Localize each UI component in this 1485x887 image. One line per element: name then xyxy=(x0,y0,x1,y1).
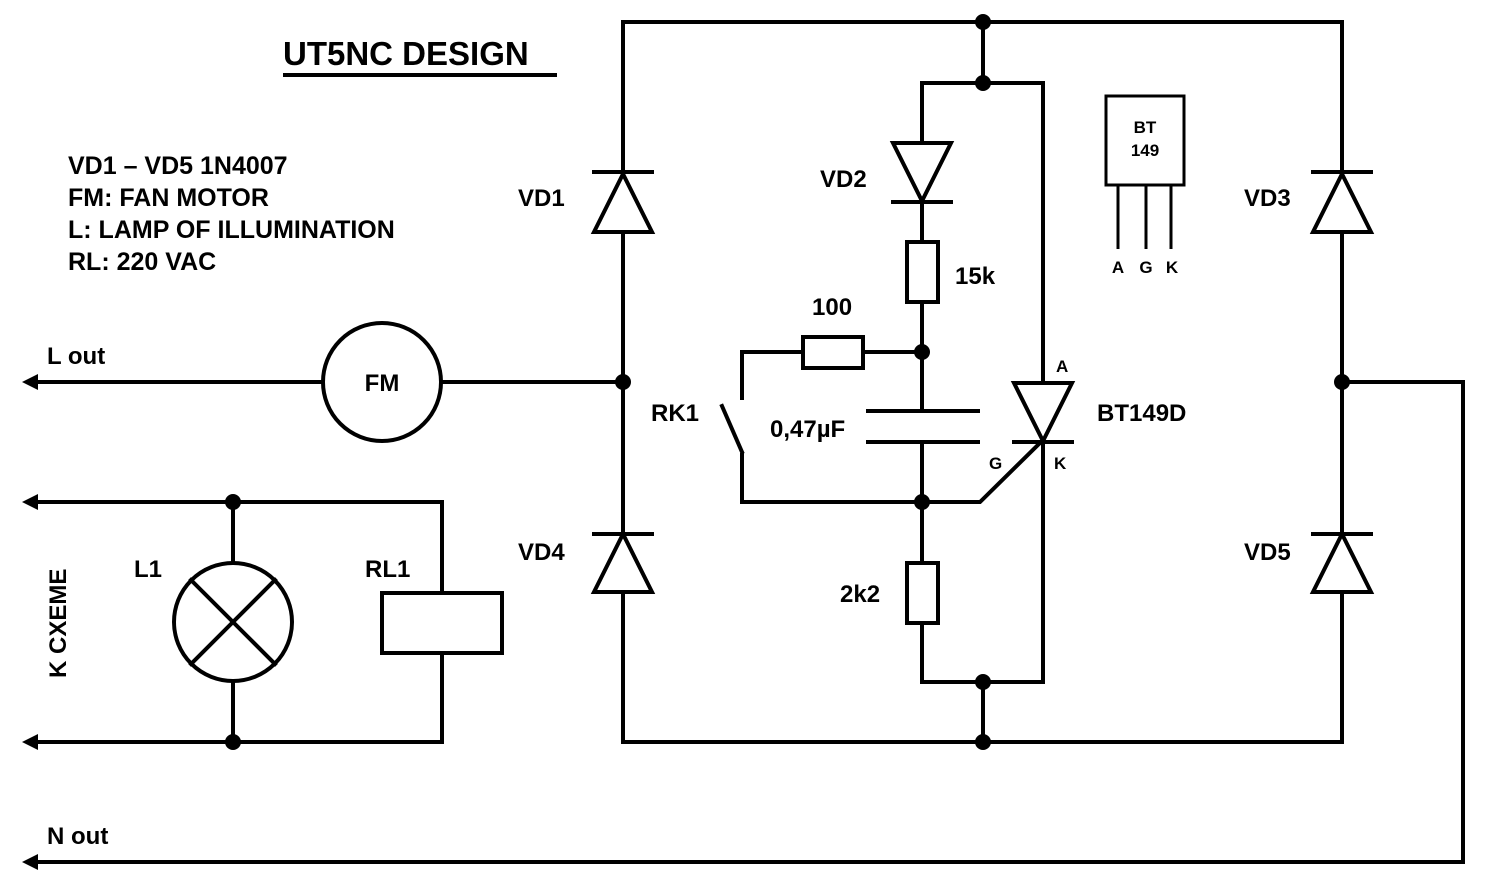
pin-g-label: G xyxy=(1139,258,1152,277)
resistor-100[interactable] xyxy=(801,335,865,370)
capacitor-label: 0,47µF xyxy=(770,416,845,443)
note-fan-motor: FM: FAN MOTOR xyxy=(68,184,269,212)
note-diodes: VD1 – VD5 1N4007 xyxy=(68,152,288,180)
to-circuit-top-arrow xyxy=(22,494,38,510)
bt149-pinout: BT 149 A G K xyxy=(1104,94,1186,277)
resistor-100-label: 100 xyxy=(812,294,852,321)
to-circuit-label: K CXEME xyxy=(45,569,72,678)
lamp-label: L1 xyxy=(134,556,162,583)
pin-k-label: K xyxy=(1166,258,1179,277)
switch-rk1[interactable] xyxy=(719,403,745,455)
diode-vd2[interactable] xyxy=(889,141,955,206)
vd2-label: VD2 xyxy=(820,166,867,193)
note-lamp: L: LAMP OF ILLUMINATION xyxy=(68,216,395,244)
package-text-2: 149 xyxy=(1131,141,1159,160)
component-notes: VD1 – VD5 1N4007 FM: FAN MOTOR L: LAMP O… xyxy=(68,152,395,276)
lamp-l1[interactable] xyxy=(172,561,294,683)
pin-a-label: A xyxy=(1112,258,1124,277)
l-out-label: L out xyxy=(47,343,105,370)
vd4-label: VD4 xyxy=(518,539,565,566)
design-title: UT5NC DESIGN xyxy=(283,35,529,72)
bridge-wiring xyxy=(34,20,1465,864)
junction-dots xyxy=(225,14,1350,750)
vd1-label: VD1 xyxy=(518,185,565,212)
relay-label: RL1 xyxy=(365,556,410,583)
package-text-1: BT xyxy=(1134,118,1157,137)
to-circuit-bottom-arrow xyxy=(22,734,38,750)
vd3-label: VD3 xyxy=(1244,185,1291,212)
relay-rl1[interactable] xyxy=(380,591,504,655)
diode-vd1[interactable] xyxy=(590,169,656,234)
thyristor-cathode-label: K xyxy=(1054,454,1067,473)
thyristor-anode-label: A xyxy=(1056,357,1068,376)
fan-motor[interactable] xyxy=(321,321,443,443)
thyristor-bt149d[interactable] xyxy=(1010,381,1076,446)
fan-motor-label: FM xyxy=(365,370,400,397)
vd5-label: VD5 xyxy=(1244,539,1291,566)
l-out-arrow xyxy=(22,374,38,390)
resistor-15k[interactable] xyxy=(905,240,940,304)
diode-vd5[interactable] xyxy=(1309,529,1375,594)
resistor-2k2-label: 2k2 xyxy=(840,581,880,608)
diode-vd3[interactable] xyxy=(1309,169,1375,234)
load-wiring xyxy=(34,500,444,744)
resistor-2k2[interactable] xyxy=(905,561,940,625)
n-out-arrow xyxy=(22,854,38,870)
thyristor-label: BT149D xyxy=(1097,400,1186,427)
resistor-15k-label: 15k xyxy=(955,263,996,290)
diode-vd4[interactable] xyxy=(590,529,656,594)
capacitor[interactable] xyxy=(866,409,980,444)
note-relay: RL: 220 VAC xyxy=(68,248,216,276)
n-out-label: N out xyxy=(47,823,108,850)
switch-label: RK1 xyxy=(651,400,699,427)
thyristor-gate-label: G xyxy=(989,454,1002,473)
